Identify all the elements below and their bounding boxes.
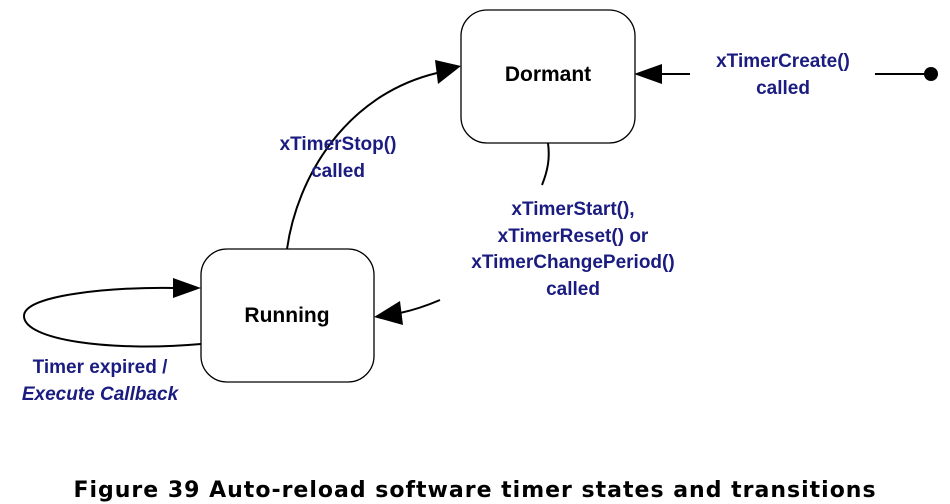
start-transition-edge-upper bbox=[541, 142, 550, 186]
expired-label-line2: Execute Callback bbox=[22, 384, 180, 405]
start-label-line2: xTimerReset() or bbox=[498, 226, 649, 247]
expired-arrowhead bbox=[173, 278, 201, 298]
start-transition-label: xTimerStart(), xTimerReset() or xTimerCh… bbox=[471, 199, 674, 300]
stop-label-line1: xTimerStop() bbox=[280, 134, 397, 155]
stop-label-line2: called bbox=[311, 161, 365, 182]
create-transition-label: xTimerCreate() called bbox=[716, 51, 850, 99]
start-arrowhead bbox=[374, 301, 403, 325]
stop-transition-edge bbox=[286, 72, 438, 250]
running-state-label: Running bbox=[244, 304, 329, 327]
start-label-line3: xTimerChangePeriod() bbox=[471, 252, 674, 273]
stop-transition-label: xTimerStop() called bbox=[280, 134, 397, 182]
expired-label-line1: Timer expired / bbox=[33, 357, 169, 378]
start-label-line1: xTimerStart(), bbox=[511, 199, 634, 220]
create-label-line1: xTimerCreate() bbox=[716, 51, 850, 72]
stop-arrowhead bbox=[435, 60, 461, 84]
dormant-state-label: Dormant bbox=[505, 63, 591, 86]
create-label-line2: called bbox=[756, 78, 810, 99]
start-transition-edge-lower bbox=[399, 299, 441, 314]
expired-transition-label: Timer expired / Execute Callback bbox=[22, 357, 180, 405]
figure-caption: Figure 39 Auto-reload software timer sta… bbox=[73, 478, 876, 503]
start-label-line4: called bbox=[546, 279, 600, 300]
expired-self-loop-edge bbox=[22, 286, 202, 348]
create-arrowhead bbox=[634, 64, 662, 84]
initial-state-dot bbox=[924, 67, 938, 81]
